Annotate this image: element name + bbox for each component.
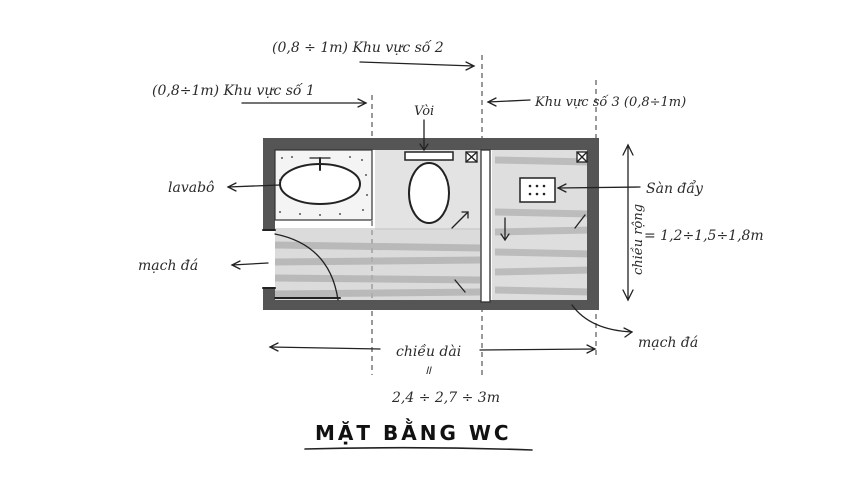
length-dimension (268, 342, 597, 354)
page-title: MẶT BẰNG WC (315, 419, 512, 445)
shower-label: Vòi (414, 104, 434, 119)
corner-drain-marks (465, 151, 588, 163)
zone3-label: Khu vực số 3 (0,8÷1m) (534, 94, 686, 110)
toilet-bowl (408, 162, 450, 224)
title-underline (304, 446, 533, 451)
length-value-label: 2,4 ÷ 2,7 ÷ 3m (391, 390, 500, 406)
floor-tone-right (492, 150, 590, 302)
door-swing-arc (274, 233, 339, 301)
annotation-arrows (226, 61, 641, 338)
counter-dots (279, 156, 368, 216)
zone2-label: (0,8 ÷ 1m) Khu vực số 2 (272, 39, 444, 56)
width-value-label: = 1,2÷1,5÷1,8m (644, 228, 764, 244)
equals-mark: ॥ (424, 363, 432, 377)
brick-left-label: mạch đá (138, 258, 198, 274)
floor-tone-left (273, 228, 481, 302)
floor-drain-label: Sàn đẩy (646, 179, 704, 197)
drain-holes (528, 184, 546, 196)
zone1-label: (0,8÷1m) Khu vực số 1 (152, 82, 315, 99)
flow-arrows (451, 211, 586, 293)
shower-partition (480, 149, 491, 303)
floor-drain (519, 177, 556, 203)
walls (262, 138, 599, 310)
length-label: chiều dài (396, 343, 461, 360)
lavabo-label: lavabô (168, 180, 214, 196)
width-side-label: chiều rộng (630, 204, 646, 275)
toilet-tank (404, 151, 454, 161)
width-dimension (622, 143, 634, 302)
brick-right-label: mạch đá (638, 335, 698, 351)
